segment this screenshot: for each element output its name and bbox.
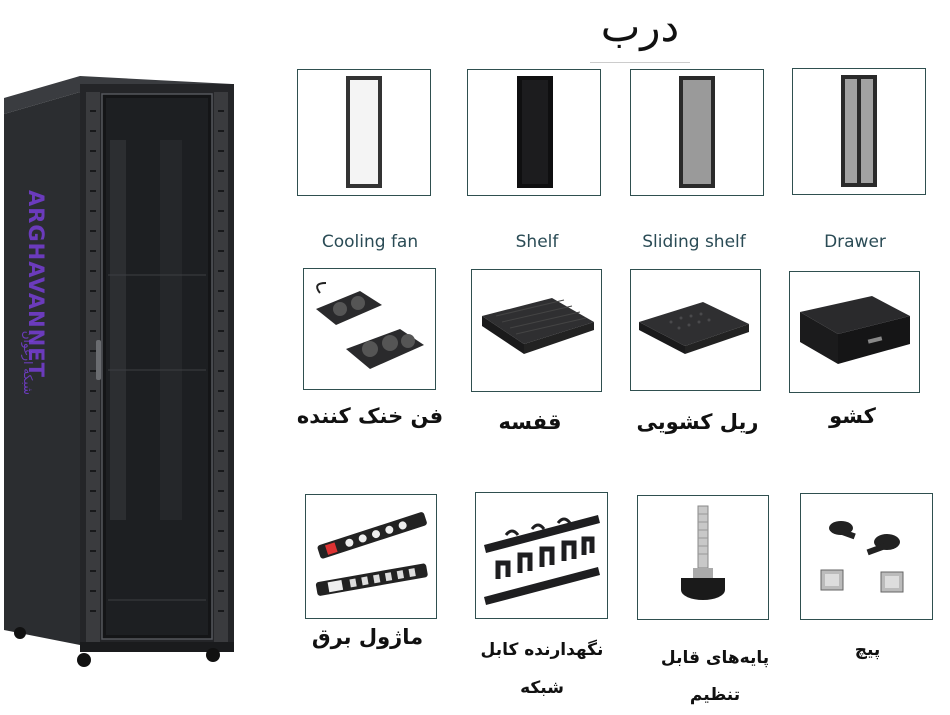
label-fa-screw: پیچ xyxy=(854,640,881,660)
label-fa-adjustable-foot-line1: پایه‌های قابل xyxy=(660,648,770,668)
door-box-1 xyxy=(297,69,431,196)
label-fa-power-module: ماژول برق xyxy=(311,625,424,649)
power-module-box xyxy=(305,494,437,619)
cooling-fan-unit-icon xyxy=(316,282,424,369)
label-sliding-shelf: Sliding shelf xyxy=(642,232,746,252)
screw-icon xyxy=(820,521,904,593)
label-drawer: Drawer xyxy=(824,232,886,252)
drawer-icon xyxy=(800,296,910,364)
sliding-shelf-box xyxy=(630,269,761,391)
label-cooling-fan: Cooling fan xyxy=(321,232,419,252)
fixed-shelf-icon xyxy=(482,298,594,354)
door-gray-double-icon xyxy=(841,75,877,187)
rack-cabinet-image: ARGHAVANNET شبکه ارغوان xyxy=(0,70,240,675)
label-fa-shelf: قفسه xyxy=(498,410,562,434)
label-fa-cable-manager-line2: شبکه xyxy=(520,678,564,698)
label-fa-cooling-fan: فن خنک کننده xyxy=(296,404,444,428)
label-shelf: Shelf xyxy=(515,232,559,252)
label-fa-adjustable-foot-line2: تنظیم xyxy=(689,685,741,705)
shelf-box xyxy=(471,269,602,392)
drawer-box xyxy=(789,271,920,393)
door-white-panel-icon xyxy=(346,76,382,188)
label-fa-sliding-shelf: ریل کشویی xyxy=(636,410,759,434)
label-fa-cable-manager-line1: نگهدارنده کابل xyxy=(480,640,604,660)
door-black-solid-icon xyxy=(517,76,553,188)
adjustable-foot-icon xyxy=(681,505,725,600)
watermark-subtext: شبکه ارغوان xyxy=(21,330,35,395)
cooling-fan-box xyxy=(303,268,436,390)
cable-manager-icon xyxy=(484,515,600,605)
screw-box xyxy=(800,493,933,620)
door-box-3 xyxy=(630,69,764,196)
door-box-2 xyxy=(467,69,601,196)
cable-manager-box xyxy=(475,492,608,619)
label-fa-drawer: کشو xyxy=(829,404,876,428)
door-gray-perforated-icon xyxy=(679,76,715,188)
page-title: درب xyxy=(590,2,690,63)
door-box-4 xyxy=(792,68,926,195)
adjustable-foot-box xyxy=(637,495,769,620)
sliding-shelf-icon xyxy=(639,302,749,354)
power-module-icon xyxy=(315,512,428,596)
